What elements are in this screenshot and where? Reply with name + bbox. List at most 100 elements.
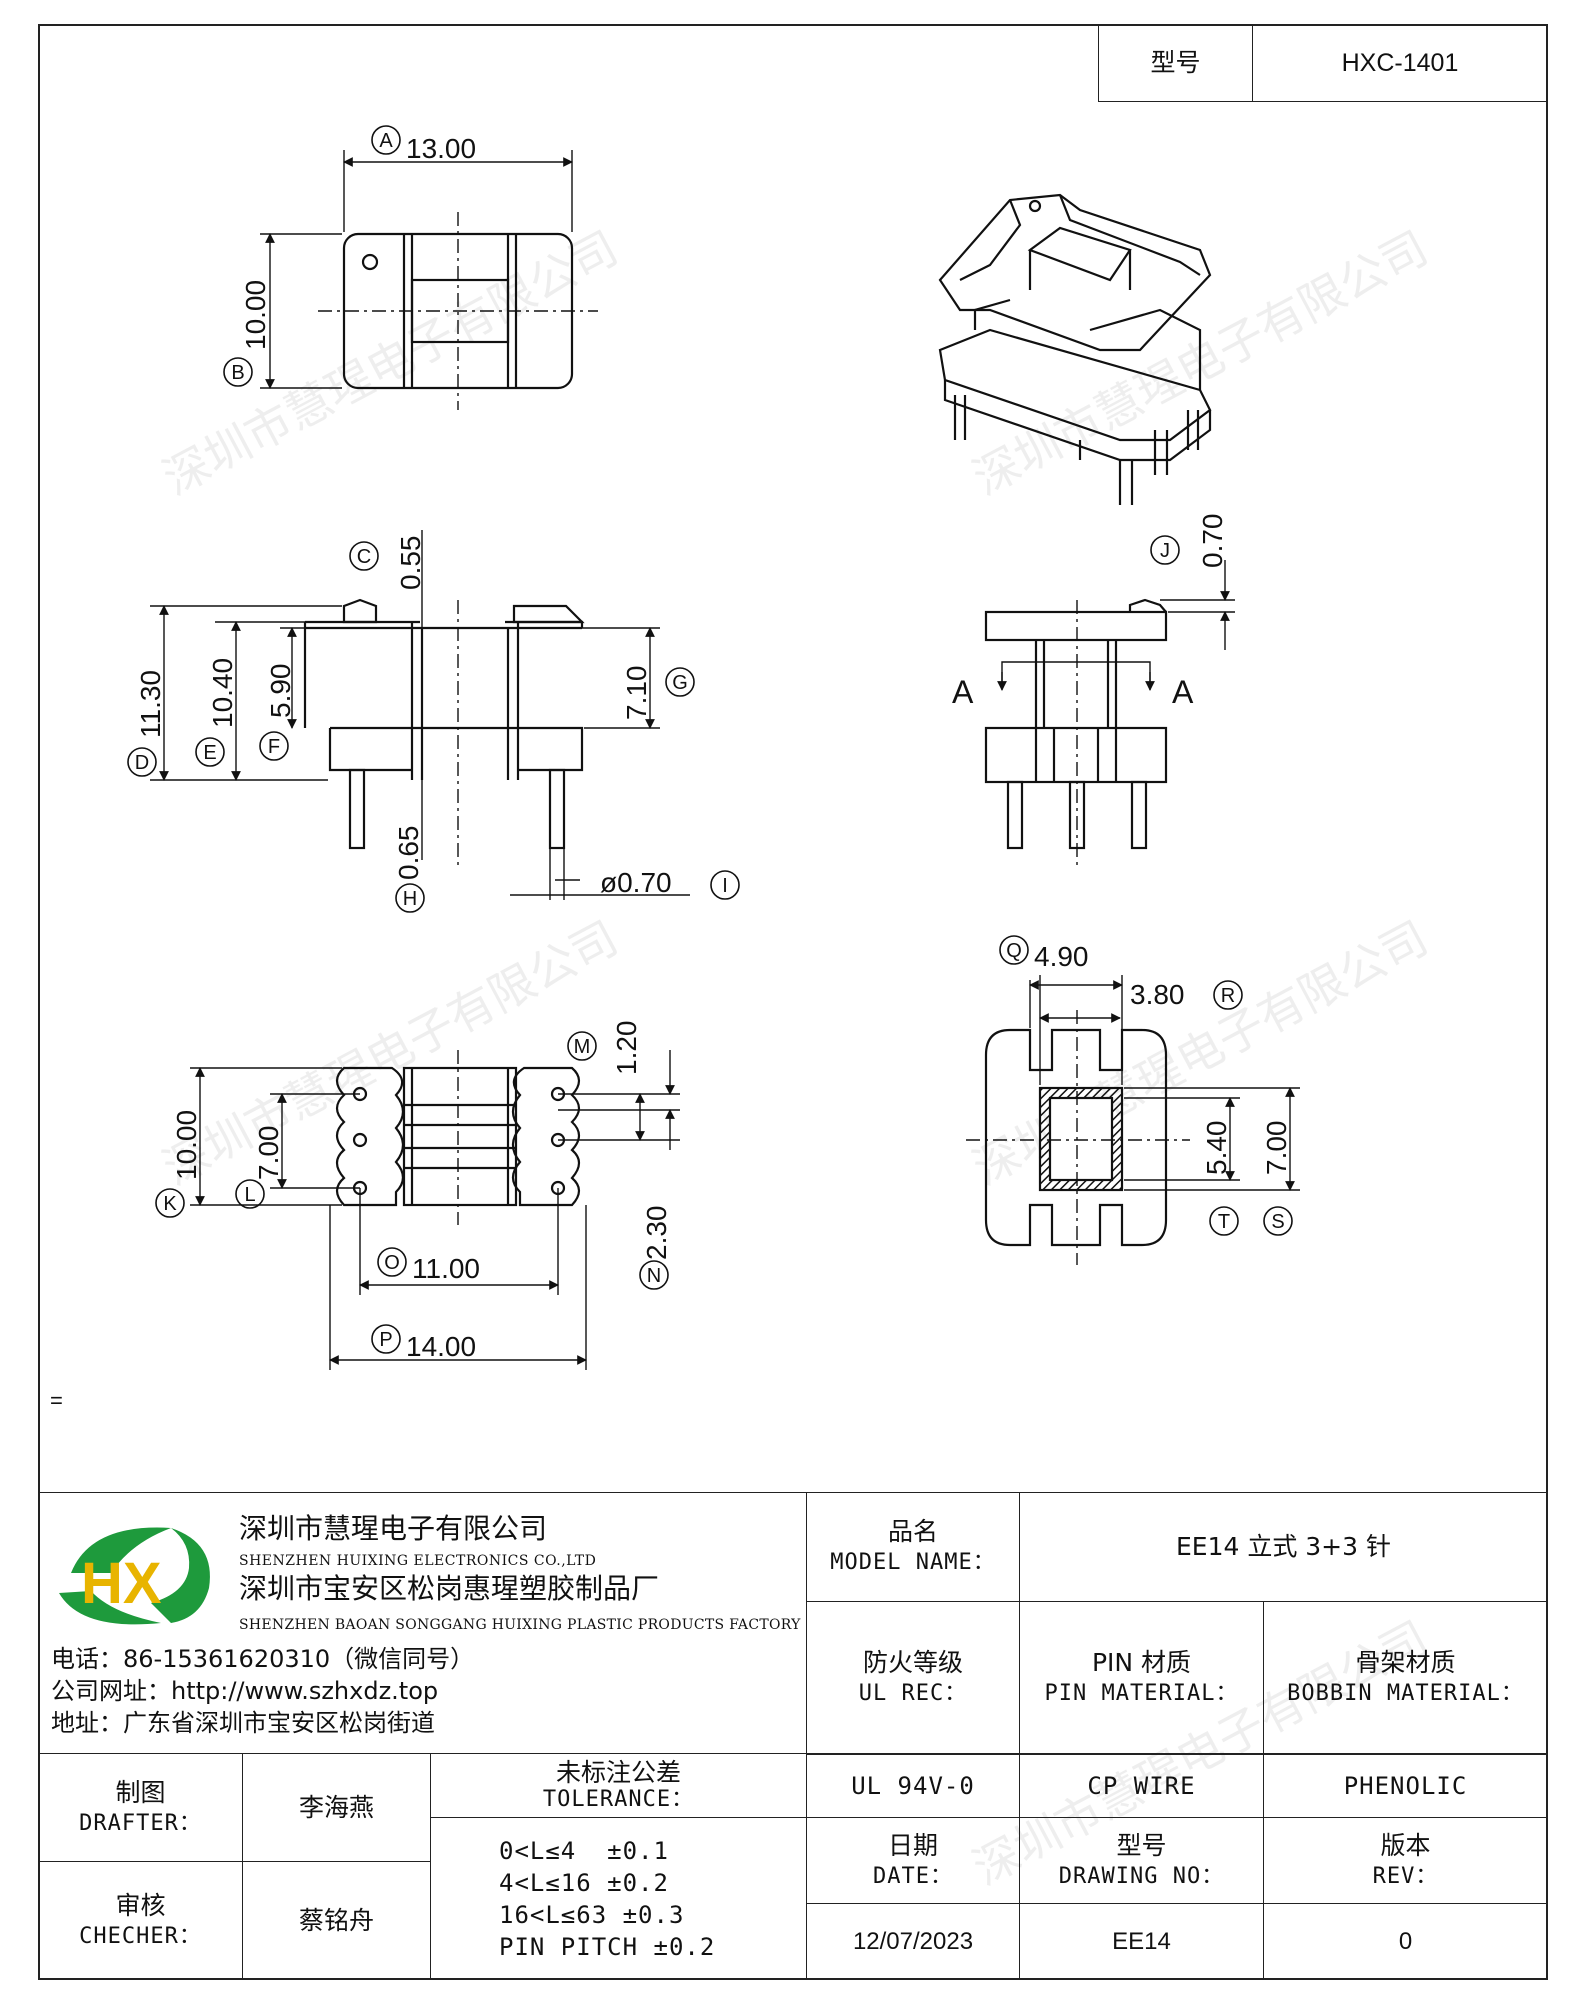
dim-letter: S (1271, 1211, 1284, 1233)
date-value: 12/07/2023 (806, 1903, 1020, 1980)
company-logo: HX (59, 1527, 210, 1625)
dim-letter-circles (127, 125, 1293, 1354)
factory-name-en: SHENZHEN BAOAN SONGGANG HUIXING PLASTIC … (239, 1617, 801, 1633)
dim-letter: D (135, 752, 149, 774)
company-website[interactable]: 公司网址：http://www.szhxdz.top (51, 1677, 439, 1705)
dim-k-value: 10.00 (171, 1110, 202, 1180)
pin-material-label: PIN 材质 PIN MATERIAL： (1019, 1601, 1264, 1755)
dim-letter: T (1218, 1211, 1230, 1233)
dim-l-value: 7.00 (253, 1126, 284, 1181)
model-name-label-cn: 品名 (887, 1517, 938, 1546)
company-info: HX 深圳市慧瑆电子有限公司 SHENZHEN HUIXING ELECTRON… (38, 1492, 808, 1754)
dim-f-value: 5.90 (265, 664, 296, 719)
dim-letter: R (1221, 985, 1235, 1007)
isometric-view (938, 193, 1212, 505)
tolerance-label-en: TOLERANCE： (542, 1786, 695, 1812)
ul-label-en: UL REC： (858, 1681, 968, 1706)
bobbin-material-label-en: BOBBIN MATERIAL： (1287, 1681, 1524, 1706)
dim-letter: B (231, 362, 244, 384)
dim-q-value: 4.90 (1034, 941, 1089, 972)
dim-letter: K (163, 1193, 177, 1215)
rev-value: 0 (1263, 1903, 1548, 1980)
company-address: 地址：广东省深圳市宝安区松岗街道 (51, 1709, 435, 1737)
pin-material-value: CP WIRE (1019, 1753, 1264, 1818)
checker-label: 审核 CHECHER： (38, 1861, 243, 1980)
tolerance-row: 4<L≤16 ±0.2 (499, 1868, 669, 1897)
dim-p-value: 14.00 (406, 1331, 476, 1362)
ul-label: 防火等级 UL REC： (806, 1601, 1020, 1755)
bottom-view (190, 1050, 680, 1370)
pin-material-label-cn: PIN 材质 (1091, 1648, 1192, 1677)
dim-h-value: 0.65 (393, 826, 424, 881)
dim-letter: E (203, 742, 216, 764)
company-name-en: SHENZHEN HUIXING ELECTRONICS CO.,LTD (239, 1553, 597, 1569)
dim-letter: L (244, 1184, 255, 1206)
rev-label-en: REV： (1372, 1863, 1439, 1889)
dim-letter: P (379, 1329, 392, 1351)
tolerance-row: PIN PITCH ±0.2 (499, 1932, 716, 1961)
model-name-label-en: MODEL NAME： (830, 1550, 996, 1575)
section-mark-right: A (1172, 674, 1194, 710)
bobbin-material-value: PHENOLIC (1263, 1753, 1548, 1818)
front-view (150, 530, 690, 900)
dim-m-value: 1.20 (611, 1021, 642, 1076)
dim-letter: N (647, 1265, 661, 1287)
checker-label-en: CHECHER： (79, 1923, 202, 1949)
drafter-value: 李海燕 (242, 1753, 431, 1862)
checker-label-cn: 审核 (115, 1890, 166, 1920)
rev-label: 版本 REV： (1263, 1817, 1548, 1904)
dim-t-value: 5.40 (1201, 1121, 1232, 1176)
checker-value: 蔡铭舟 (242, 1861, 431, 1980)
drawing-no-value: EE14 (1019, 1903, 1264, 1980)
company-name-cn: 深圳市慧瑆电子有限公司 (239, 1512, 548, 1545)
dim-c-value: 0.55 (395, 536, 426, 591)
tolerance-row: 0<L≤4 ±0.1 (499, 1836, 669, 1865)
dim-letter: I (722, 875, 728, 897)
header-model-value: HXC-1401 (1252, 24, 1548, 102)
ul-label-cn: 防火等级 (862, 1648, 963, 1677)
model-name-value: EE14 立式 3+3 针 (1019, 1492, 1548, 1602)
dim-a-value: 13.00 (406, 133, 476, 164)
bobbin-material-label-cn: 骨架材质 (1355, 1648, 1456, 1677)
dim-letter: H (403, 888, 417, 910)
dim-r-value: 3.80 (1130, 979, 1185, 1010)
drawing-no-label-en: DRAWING NO： (1058, 1863, 1225, 1889)
logo-letters: HX (81, 1551, 162, 1616)
dim-letter: C (357, 546, 371, 568)
drawing-no-label: 型号 DRAWING NO： (1019, 1817, 1264, 1904)
section-view (966, 975, 1300, 1265)
dim-letter: A (379, 130, 393, 152)
tolerance-row: 16<L≤63 ±0.3 (499, 1900, 685, 1929)
drawing-no-label-cn: 型号 (1116, 1830, 1167, 1860)
drafter-label-cn: 制图 (115, 1777, 166, 1807)
dim-b-value: 10.00 (240, 280, 271, 350)
bobbin-material-label: 骨架材质 BOBBIN MATERIAL： (1263, 1601, 1548, 1755)
top-view (260, 150, 598, 410)
factory-name-cn: 深圳市宝安区松岗惠瑆塑胶制品厂 (239, 1572, 660, 1605)
model-name-label: 品名 MODEL NAME： (806, 1492, 1020, 1602)
tolerance-label: 未标注公差 TOLERANCE： (430, 1753, 807, 1818)
dim-i-value: ø0.70 (600, 867, 672, 898)
pin-material-label-en: PIN MATERIAL： (1044, 1681, 1239, 1706)
dim-j-value: 0.70 (1197, 514, 1228, 569)
dim-letter: O (384, 1252, 400, 1274)
technical-drawing: A B C D E F G H I J M K L N O P Q R S T … (50, 125, 1300, 1413)
dim-letter: Q (1006, 940, 1022, 962)
ul-value: UL 94V-0 (806, 1753, 1020, 1818)
dim-s-value: 7.00 (1261, 1121, 1292, 1176)
tolerance-label-cn: 未标注公差 (555, 1757, 681, 1787)
dim-letter: F (268, 736, 280, 758)
dim-letter: J (1160, 540, 1170, 562)
drafter-label-en: DRAFTER： (79, 1810, 202, 1836)
stray-mark: = (50, 1388, 63, 1413)
header-model-label: 型号 (1098, 24, 1253, 102)
company-phone: 电话：86-15361620310（微信同号） (51, 1645, 475, 1673)
date-label-cn: 日期 (887, 1830, 938, 1860)
dim-e-value: 10.40 (207, 658, 238, 728)
dim-n-value: 2.30 (641, 1206, 672, 1261)
rev-label-cn: 版本 (1380, 1830, 1431, 1860)
date-label-en: DATE： (873, 1863, 953, 1889)
section-mark-left: A (952, 674, 974, 710)
date-label: 日期 DATE： (806, 1817, 1020, 1904)
dim-o-value: 11.00 (412, 1253, 480, 1284)
